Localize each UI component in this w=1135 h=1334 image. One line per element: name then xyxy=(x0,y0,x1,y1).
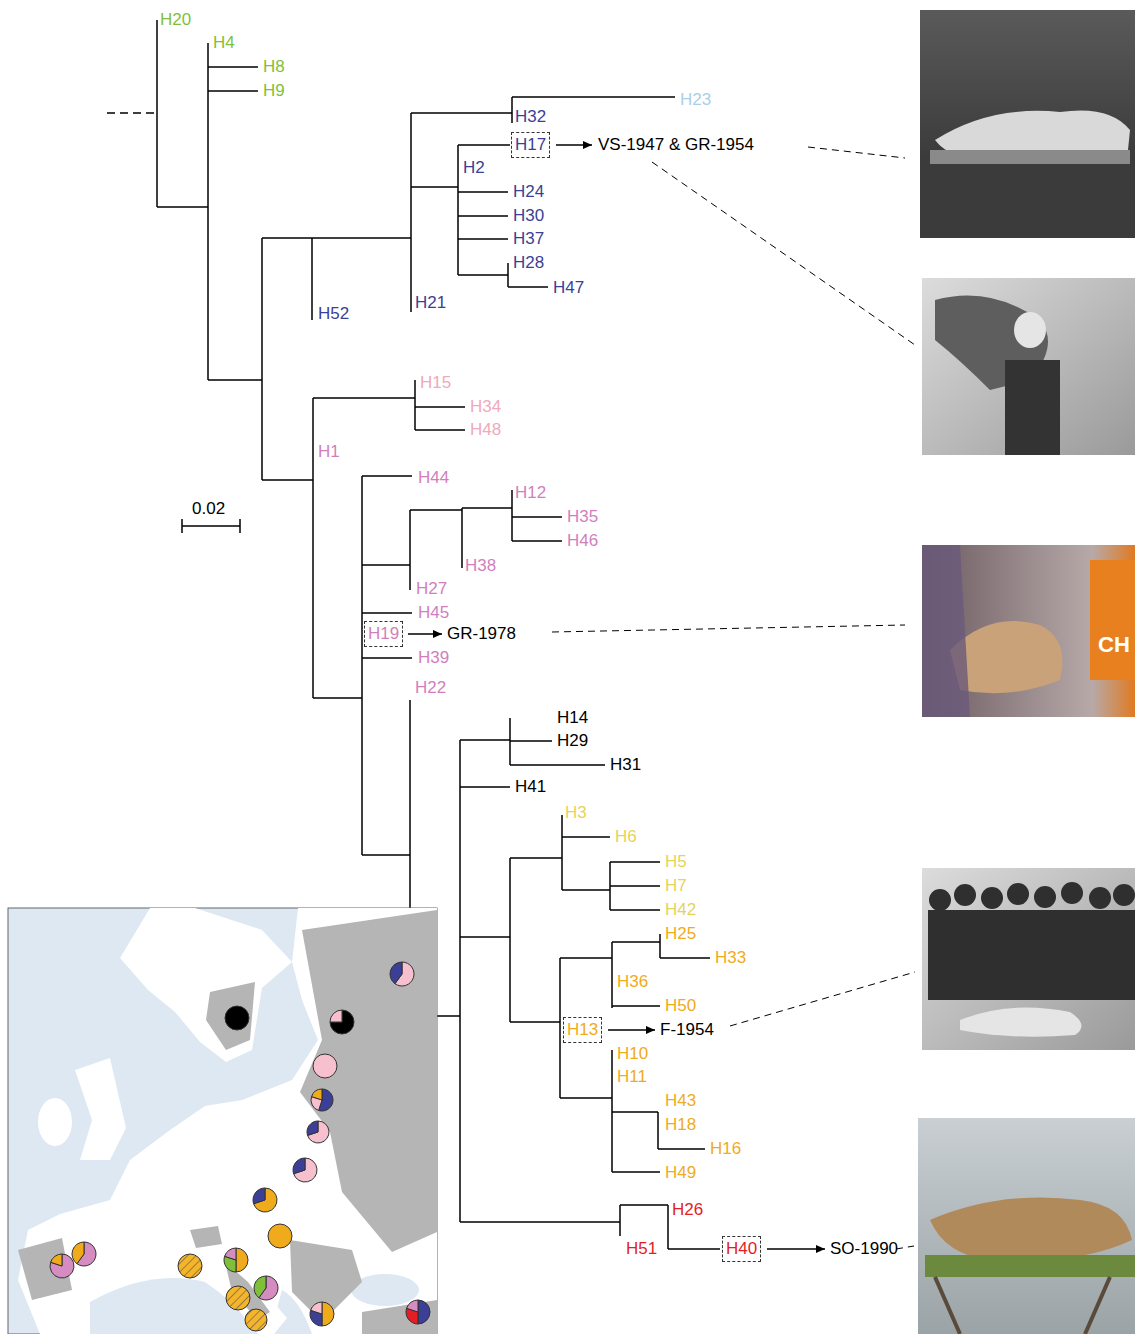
haplotype-label: H37 xyxy=(513,229,544,249)
haplotype-label: H42 xyxy=(665,900,696,920)
pie-chart xyxy=(390,962,402,984)
sample-name: SO-1990 xyxy=(830,1239,898,1259)
haplotype-label: H10 xyxy=(617,1044,648,1064)
haplotype-label: H27 xyxy=(416,579,447,599)
haplotype-label: H16 xyxy=(710,1139,741,1159)
pie-chart xyxy=(294,1158,317,1182)
pie-chart xyxy=(253,1188,265,1204)
haplotype-label: H40 xyxy=(726,1239,757,1259)
highlight-box: H19 xyxy=(364,621,403,647)
pie-chart xyxy=(268,1224,292,1248)
pie-chart xyxy=(254,1276,266,1298)
pie-chart xyxy=(236,1248,248,1272)
pie-chart xyxy=(293,1158,305,1174)
haplotype-label: H22 xyxy=(415,678,446,698)
pie-chart xyxy=(307,1121,318,1135)
highlight-box: H40 xyxy=(722,1236,761,1262)
pie-chart xyxy=(226,1286,250,1310)
haplotype-label: H21 xyxy=(415,293,446,313)
haplotype-label: H18 xyxy=(665,1115,696,1135)
pie-chart xyxy=(312,1089,322,1100)
haplotype-label: H35 xyxy=(567,507,598,527)
haplotype-label: H46 xyxy=(567,531,598,551)
pie-chart xyxy=(311,1302,322,1314)
haplotype-label: H9 xyxy=(263,81,285,101)
photo-text: CH xyxy=(1098,635,1130,655)
haplotype-label: H19 xyxy=(368,624,399,644)
haplotype-label: H44 xyxy=(418,468,449,488)
highlight-box: H17 xyxy=(511,132,550,158)
haplotype-label: H47 xyxy=(553,278,584,298)
haplotype-label: H31 xyxy=(610,755,641,775)
pie-chart xyxy=(308,1121,329,1143)
pie-chart xyxy=(330,1010,342,1022)
haplotype-label: H34 xyxy=(470,397,501,417)
pie-chart xyxy=(313,1054,337,1078)
haplotype-label: H23 xyxy=(680,90,711,110)
pie-chart xyxy=(51,1254,62,1266)
pie-chart xyxy=(50,1254,74,1278)
sample-name: F-1954 xyxy=(660,1020,714,1040)
pie-chart xyxy=(225,1248,236,1260)
haplotype-label: H28 xyxy=(513,253,544,273)
pie-chart xyxy=(322,1302,334,1326)
pie-chart xyxy=(407,1300,418,1312)
haplotype-label: H43 xyxy=(665,1091,696,1111)
haplotype-label: H32 xyxy=(515,107,546,127)
haplotype-label: H51 xyxy=(626,1239,657,1259)
haplotype-label: H33 xyxy=(715,948,746,968)
haplotype-label: H39 xyxy=(418,648,449,668)
haplotype-label: H1 xyxy=(318,442,340,462)
haplotype-label: H7 xyxy=(665,876,687,896)
pie-chart xyxy=(178,1254,202,1278)
sample-name: VS-1947 & GR-1954 xyxy=(598,135,754,155)
pie-chart xyxy=(254,1188,277,1212)
haplotype-label: H14 xyxy=(557,708,588,728)
highlight-box: H13 xyxy=(563,1017,602,1043)
haplotype-label: H41 xyxy=(515,777,546,797)
haplotype-label: H15 xyxy=(420,373,451,393)
haplotype-label: H3 xyxy=(565,803,587,823)
haplotype-label: H4 xyxy=(213,33,235,53)
haplotype-label: H50 xyxy=(665,996,696,1016)
haplotype-label: H48 xyxy=(470,420,501,440)
haplotype-label: H25 xyxy=(665,924,696,944)
pie-chart xyxy=(245,1309,267,1331)
pie-chart xyxy=(330,1010,354,1034)
haplotype-label: H45 xyxy=(418,603,449,623)
haplotype-label: H8 xyxy=(263,57,285,77)
haplotype-label: H29 xyxy=(557,731,588,751)
haplotype-label: H13 xyxy=(567,1020,598,1040)
pie-chart xyxy=(418,1300,430,1324)
pie-chart xyxy=(72,1242,84,1264)
pie-chart xyxy=(225,1006,249,1030)
haplotype-label: H30 xyxy=(513,206,544,226)
haplotype-label: H52 xyxy=(318,304,349,324)
haplotype-label: H49 xyxy=(665,1163,696,1183)
haplotype-label: H24 xyxy=(513,182,544,202)
haplotype-label: H6 xyxy=(615,827,637,847)
scale-label: 0.02 xyxy=(192,499,225,519)
haplotype-label: H26 xyxy=(672,1200,703,1220)
haplotype-label: H36 xyxy=(617,972,648,992)
haplotype-label: H12 xyxy=(515,483,546,503)
haplotype-label: H20 xyxy=(160,10,191,30)
haplotype-label: H2 xyxy=(463,158,485,178)
sample-name: GR-1978 xyxy=(447,624,516,644)
haplotype-label: H38 xyxy=(465,556,496,576)
haplotype-label: H17 xyxy=(515,135,546,155)
haplotype-label: H5 xyxy=(665,852,687,872)
haplotype-label: H11 xyxy=(617,1067,647,1087)
